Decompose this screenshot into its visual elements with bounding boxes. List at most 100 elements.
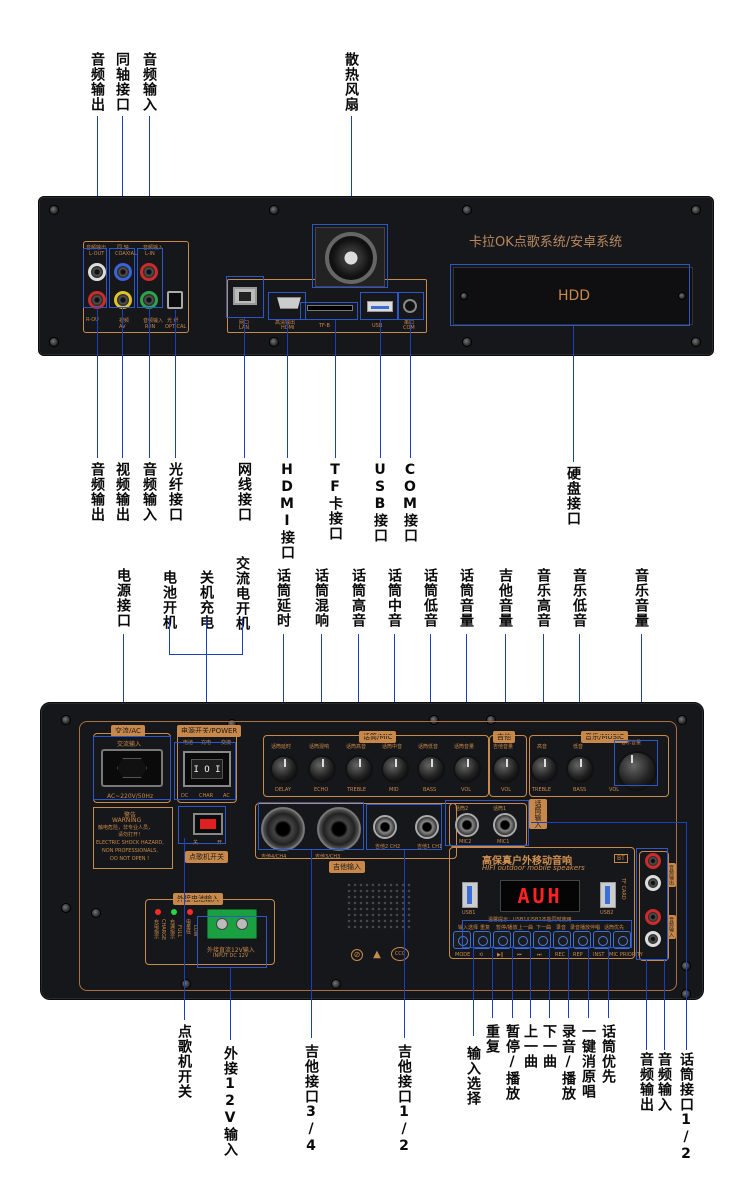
label-off-charge: 关机充电 [198,570,214,630]
label-prev: 上一曲 [522,1024,538,1069]
label-hdmi-b: HDMI接口 [279,462,295,560]
optical-port[interactable] [167,291,183,309]
mic-jack-1[interactable] [493,813,517,837]
label-mic-port-12: 话筒接口1/2 [678,1052,694,1163]
label-karaoke-switch: 点歌机开关 [176,1024,192,1099]
knob-mic-echo[interactable] [308,755,336,783]
speaker-grille [345,881,413,929]
cooling-fan [315,227,385,287]
knob-guitar-vol[interactable] [492,755,520,783]
top-label-audio-in: 音频输入 [141,52,157,112]
label-mic-treble: 话筒高音 [350,568,366,628]
label-power-port: 电源接口 [115,568,131,628]
label-audio-out-b: 音频输出 [89,462,105,522]
knob-mic-delay[interactable] [270,755,298,783]
ac-power-inlet[interactable] [101,749,163,787]
full-led [171,909,177,915]
button-rec[interactable] [553,931,571,949]
label-ext-12v: 外接12V输入 [222,1046,238,1157]
media-player-module: 高保真户外移动音响 HIFI outdoor mobile speakers B… [449,847,635,959]
tf-slot[interactable] [307,305,353,311]
button-repeat[interactable] [473,931,491,949]
no-water-icon: ⊘ [351,949,363,961]
knob-mic-bass[interactable] [417,755,445,783]
rca-in-l[interactable] [645,931,661,947]
guitar-jack-1[interactable] [415,815,439,839]
label-input-select: 输入选择 [465,1046,481,1106]
label-music-treble: 音乐高音 [535,568,551,628]
usb2-port[interactable] [600,882,616,908]
label-music-vol: 音乐音量 [633,568,649,628]
power-mode-switch[interactable]: I O I [183,751,231,787]
knob-music-treble[interactable] [530,755,558,783]
label-hdd-b: 硬盘接口 [565,466,581,526]
label-com-b: COM接口 [402,462,418,543]
hdd-label: HDD [558,288,591,304]
button-rec-play[interactable] [573,931,591,949]
label-tf-b: TF卡接口 [327,462,343,541]
ccc-icon: CCC [391,947,409,961]
label-music-bass: 音乐低音 [571,568,587,628]
top-label-audio-out: 音频输出 [89,52,105,112]
knob-mic-vol[interactable] [453,755,481,783]
dc-12v-terminal[interactable] [207,909,257,939]
top-label-coax: 同轴接口 [114,52,130,112]
label-next: 下一曲 [541,1024,557,1069]
com-port[interactable] [403,299,417,313]
label-audio-in: 音频输入 [656,1052,672,1112]
bottom-control-panel: 交流/AC 交流输入 AC~220V/50Hz 电源开关/POWER 电池 充电… [40,702,704,1000]
button-mic-priority[interactable] [613,931,631,949]
warning-block: 警告 WARNING 触电危险，非专业人员， 请勿打开！ ELECTRIC SH… [93,807,173,869]
label-pause-play: 暂停/播放 [504,1024,520,1101]
label-repeat: 重复 [484,1024,500,1054]
label-mic-vol: 话筒音量 [458,568,474,628]
brand-text: 卡拉OK点歌系统/安卓系统 [469,235,623,250]
label-usb-b: USB接口 [372,462,388,543]
button-play-pause[interactable] [493,931,511,949]
label-guitar-vol: 吉他音量 [497,568,513,628]
knob-music-bass[interactable] [566,755,594,783]
low-led [187,909,193,915]
top-back-panel: 卡拉OK点歌系统/安卓系统 音频输出 同 轴 音频输入 L-OUT COAXIA… [38,196,714,356]
button-next[interactable] [533,931,551,949]
guitar-jack-3[interactable] [317,807,361,851]
label-mic-echo: 话筒混响 [313,568,329,628]
label-battery-on: 电池开机 [161,570,177,630]
charge-led [155,909,161,915]
top-label-fan: 散热风扇 [343,52,359,112]
player-title: 高保真户外移动音响 [482,856,572,867]
label-mic-priority: 话筒优先 [600,1024,616,1084]
button-vocal-cancel[interactable] [593,931,611,949]
label-audio-in-b: 音频输入 [141,462,157,522]
recycle-icon: ▲ [373,949,381,960]
label-video-out-b: 视频输出 [114,462,130,522]
guitar-jack-4[interactable] [261,807,305,851]
knob-mic-mid[interactable] [381,755,409,783]
player-subtitle: HIFI outdoor mobile speakers [482,864,585,872]
lan-port[interactable] [233,287,257,305]
usb1-port[interactable] [462,882,478,908]
knob-mic-treble[interactable] [345,755,373,783]
label-mic-mid: 话筒中音 [386,568,402,628]
rca-coax[interactable] [114,263,132,281]
rca-out-r[interactable] [645,853,661,869]
rca-audio-in-l[interactable] [140,263,158,281]
button-prev[interactable] [513,931,531,949]
rca-out-l[interactable] [645,875,661,891]
label-optical-b: 光纤接口 [167,462,183,522]
guitar-jack-2[interactable] [373,815,397,839]
hdd-bay: HDD [453,267,693,325]
label-mic-delay: 话筒延时 [275,568,291,628]
knob-music-vol[interactable] [617,751,657,791]
label-guitar-12: 吉他接口1/2 [396,1044,412,1155]
rca-audio-out-l[interactable] [88,263,106,281]
rca-in-r[interactable] [645,909,661,925]
mic-jack-2[interactable] [455,813,479,837]
label-vocal-cancel: 一键消原唱 [580,1024,596,1099]
label-mic-bass: 话筒低音 [422,568,438,628]
usb-port[interactable] [367,301,393,312]
karaoke-power-switch[interactable] [193,813,223,835]
led-display: AUH [500,880,580,912]
label-audio-out: 音频输出 [638,1052,654,1112]
label-lan-b: 网线接口 [236,462,252,522]
